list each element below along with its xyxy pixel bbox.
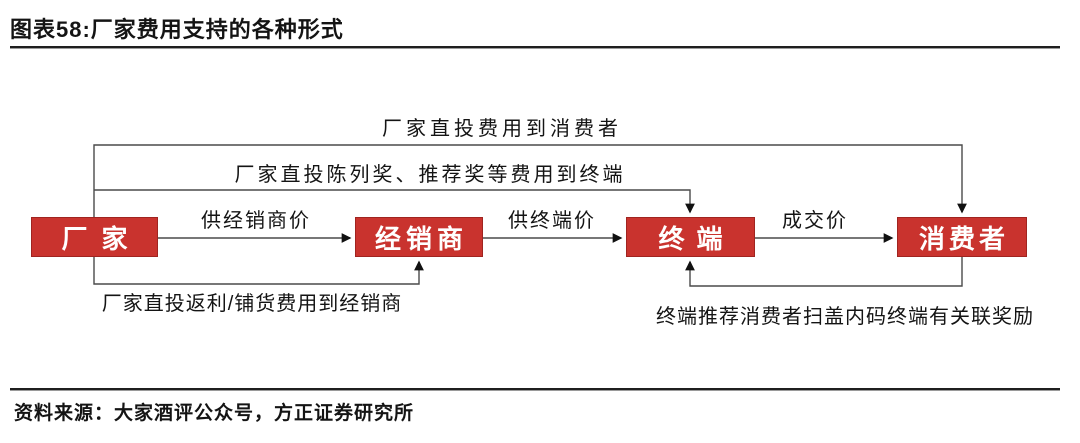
source-note: 资料来源：大家酒评公众号，方正证券研究所 (14, 403, 415, 424)
node-distributor: 经销商 (355, 217, 483, 257)
node-terminal: 终端 (626, 217, 755, 257)
edge-label-distributor-rebate: 厂家直投返利/铺货费用到经销商 (101, 293, 403, 315)
edge-factory-to-distributor-rebate (93, 257, 424, 285)
title-rule (10, 46, 1060, 49)
node-consumer: 消费者 (897, 217, 1027, 257)
edge-factory-to-terminal-direct (94, 189, 695, 214)
node-factory: 厂家 (31, 217, 158, 257)
edge-factory-to-consumer-direct (93, 144, 967, 217)
footer-rule (10, 388, 1060, 391)
edge-label-distributor-price: 供经销商价 (201, 210, 311, 232)
figure-title: 图表58:厂家费用支持的各种形式 (10, 17, 344, 42)
edge-label-terminal-price: 供终端价 (508, 210, 596, 232)
edge-label-terminal-direct: 厂家直投陈列奖、推荐奖等费用到终端 (234, 164, 626, 186)
edge-label-deal-price: 成交价 (782, 210, 848, 232)
edge-consumer-to-terminal-reward (685, 257, 963, 287)
edge-label-consumer-direct: 厂家直投费用到消费者 (382, 118, 622, 140)
edge-label-terminal-scan-reward: 终端推荐消费者扫盖内码终端有关联奖励 (656, 306, 1034, 328)
